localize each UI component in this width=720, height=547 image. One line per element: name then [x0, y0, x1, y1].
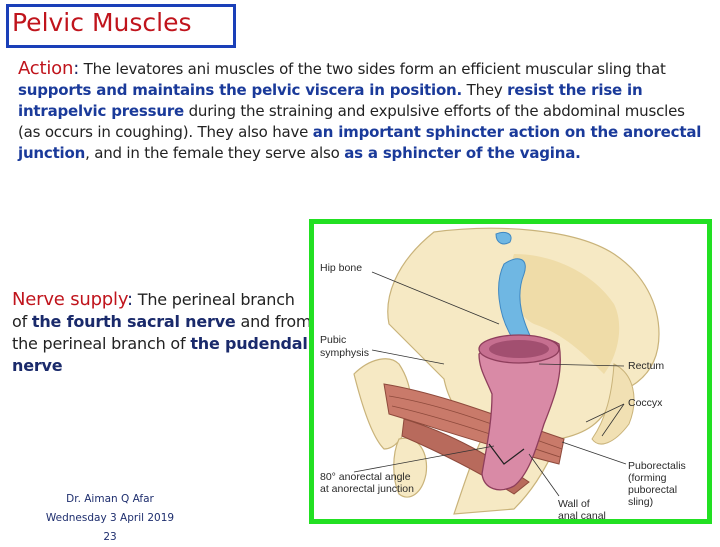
footer-page-number: 23 [103, 531, 117, 543]
action-colon: : [73, 58, 80, 79]
anorectal-angle-marker [488, 443, 525, 465]
action-label: Action [18, 58, 74, 79]
action-text-3: during the straining and expulsive effor… [18, 102, 685, 141]
action-bold-3: an important sphincter action on the ano… [18, 123, 702, 162]
pelvis-illustration [353, 227, 660, 515]
nerve-colon: : [126, 289, 133, 310]
nerve-bold-1: the fourth sacral nerve [31, 312, 236, 331]
coccyx-shape [591, 363, 635, 445]
label-coccyx: Coccyx [628, 397, 663, 409]
action-bold-4: as a sphincter of the vagina. [344, 144, 581, 162]
title-box [6, 4, 236, 48]
footer-date: Wednesday 3 April 2019 [45, 512, 175, 524]
nerve-paragraph: Nerve supply: The perineal branch of the… [12, 289, 312, 377]
leader-lines [353, 271, 627, 497]
anatomy-figure: Hip bone Pubic symphysis Rectum Coccyx 8… [309, 219, 712, 524]
nerve-bold-2: the pudendal nerve [12, 334, 308, 375]
hip-cartilage [495, 231, 512, 245]
action-text-2: They [462, 81, 508, 99]
hip-bone-shading [510, 254, 620, 374]
nerve-text-1: The perineal branch of [12, 290, 295, 331]
footer: Dr. Aiman Q Afar Wednesday 3 April 2019 … [40, 490, 180, 547]
footer-author: Dr. Aiman Q Afar [66, 493, 154, 505]
label-angle-2: at anorectal junction [320, 483, 414, 495]
label-angle-1: 80° anorectal angle [320, 471, 411, 483]
label-puborectalis-4: sling) [628, 496, 654, 508]
label-hip-bone: Hip bone [320, 262, 363, 274]
label-wall-1: Wall of [558, 498, 590, 510]
label-wall-2: anal canal [558, 510, 606, 522]
action-paragraph: Action: The levatores ani muscles of the… [18, 58, 708, 164]
action-bold-1: supports and maintains the pelvic viscer… [18, 81, 463, 99]
action-bold-2: resist the rise in intrapelvic pressure [18, 81, 643, 120]
slide-title: Pelvic Muscles [12, 8, 192, 37]
action-text-4: , and in the female they serve also [85, 144, 345, 162]
nerve-label: Nerve supply [12, 289, 127, 310]
ischial-bone-shape [393, 437, 428, 498]
label-pubic-1: Pubic [320, 334, 347, 346]
label-pubic-2: symphysis [320, 347, 370, 359]
rectum-shape [478, 335, 561, 491]
rectum-lumen [489, 340, 549, 358]
action-text-1: The levatores ani muscles of the two sid… [79, 60, 666, 78]
label-puborectalis-1: Puborectalis [628, 460, 686, 472]
label-rectum: Rectum [628, 360, 665, 372]
nerve-text-2: and from the perineal branch of [12, 312, 312, 353]
label-puborectalis-2: (forming [628, 472, 667, 484]
label-puborectalis-3: puborectal [628, 484, 678, 496]
